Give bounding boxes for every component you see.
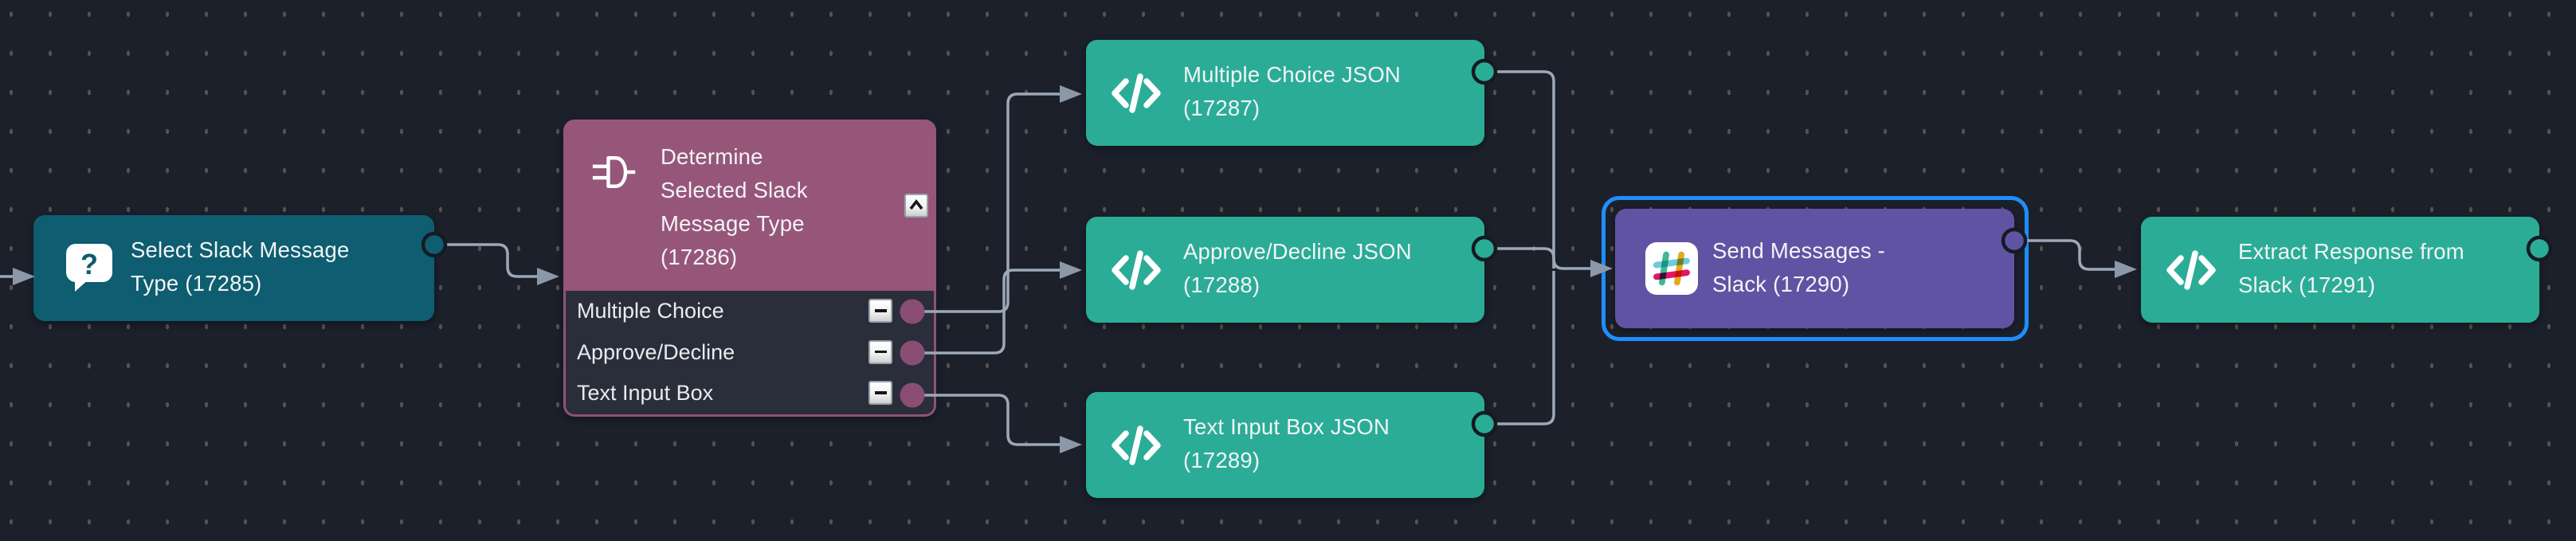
- output-label: Text Input Box: [577, 381, 714, 406]
- code-icon: [2165, 247, 2217, 293]
- chevron-up-icon: [909, 199, 923, 210]
- node-send-messages-slack[interactable]: Send Messages - Slack (17290): [1615, 209, 2014, 328]
- node-title: Text Input Box JSON (17289): [1183, 414, 1390, 472]
- node-title: Select Slack Message Type (17285): [131, 237, 350, 296]
- slack-hash-icon: [1645, 242, 1698, 295]
- output-row-multiple-choice: Multiple Choice: [566, 291, 934, 332]
- node-title: Multiple Choice JSON (17287): [1183, 62, 1401, 120]
- minus-icon: [874, 309, 887, 312]
- output-port-json-multiple-choice[interactable]: [1471, 58, 1498, 85]
- edge-slack-to-extract: [2014, 239, 2118, 271]
- node-title: Determine Selected Slack Message Type (1…: [661, 144, 808, 269]
- output-port-json-text-input[interactable]: [1471, 410, 1498, 437]
- edge-select-to-determine: [434, 243, 539, 278]
- output-port-multiple-choice[interactable]: [900, 299, 925, 324]
- output-port-text-input-box[interactable]: [900, 382, 925, 408]
- collapse-node-button[interactable]: [904, 194, 928, 218]
- edge-json3-to-slack: [1484, 271, 1555, 425]
- plug-icon: [586, 148, 637, 196]
- output-row-approve-decline: Approve/Decline: [566, 332, 934, 374]
- node-title: Approve/Decline JSON (17288): [1183, 239, 1412, 297]
- output-port-slack[interactable]: [2001, 227, 2028, 254]
- arrowhead: [1060, 436, 1082, 453]
- remove-output-button[interactable]: [868, 339, 892, 364]
- minus-icon: [874, 391, 887, 394]
- output-port-json-approve-decline[interactable]: [1471, 235, 1498, 262]
- minus-icon: [874, 350, 887, 354]
- output-label: Approve/Decline: [577, 339, 735, 364]
- node-multiple-choice-json[interactable]: Multiple Choice JSON (17287): [1086, 40, 1484, 146]
- output-row-text-input-box: Text Input Box: [566, 373, 934, 414]
- node-extract-response-from-slack[interactable]: Extract Response from Slack (17291): [2141, 217, 2539, 323]
- question-glyph: ?: [80, 248, 98, 280]
- node-text-input-box-json[interactable]: Text Input Box JSON (17289): [1086, 392, 1484, 498]
- node-title: Extract Response from Slack (17291): [2238, 239, 2464, 297]
- code-icon: [1110, 70, 1163, 116]
- output-port-select[interactable]: [421, 231, 448, 258]
- arrowhead: [13, 268, 35, 285]
- question-bubble-icon: ?: [64, 242, 115, 293]
- output-label: Multiple Choice: [577, 299, 724, 323]
- remove-output-button[interactable]: [868, 299, 892, 323]
- code-icon: [1110, 247, 1163, 293]
- arrowhead: [1060, 261, 1082, 279]
- arrowhead: [2115, 261, 2137, 278]
- node-header: [563, 120, 936, 291]
- remove-output-button[interactable]: [868, 381, 892, 406]
- node-title: Send Messages - Slack (17290): [1712, 238, 1885, 296]
- arrowhead: [1060, 85, 1082, 103]
- arrowhead: [537, 268, 559, 285]
- output-port-extract[interactable]: [2526, 235, 2553, 262]
- output-port-approve-decline[interactable]: [900, 340, 925, 366]
- node-determine-selected-slack-message-type[interactable]: Determine Selected Slack Message Type (1…: [563, 120, 936, 417]
- node-select-slack-message-type[interactable]: ? Select Slack Message Type (17285): [33, 215, 434, 321]
- code-icon: [1110, 422, 1163, 468]
- node-output-rows: Multiple Choice Approve/Decline Text Inp…: [563, 291, 936, 417]
- node-approve-decline-json[interactable]: Approve/Decline JSON (17288): [1086, 217, 1484, 323]
- edge-json1-to-slack: [1484, 70, 1594, 270]
